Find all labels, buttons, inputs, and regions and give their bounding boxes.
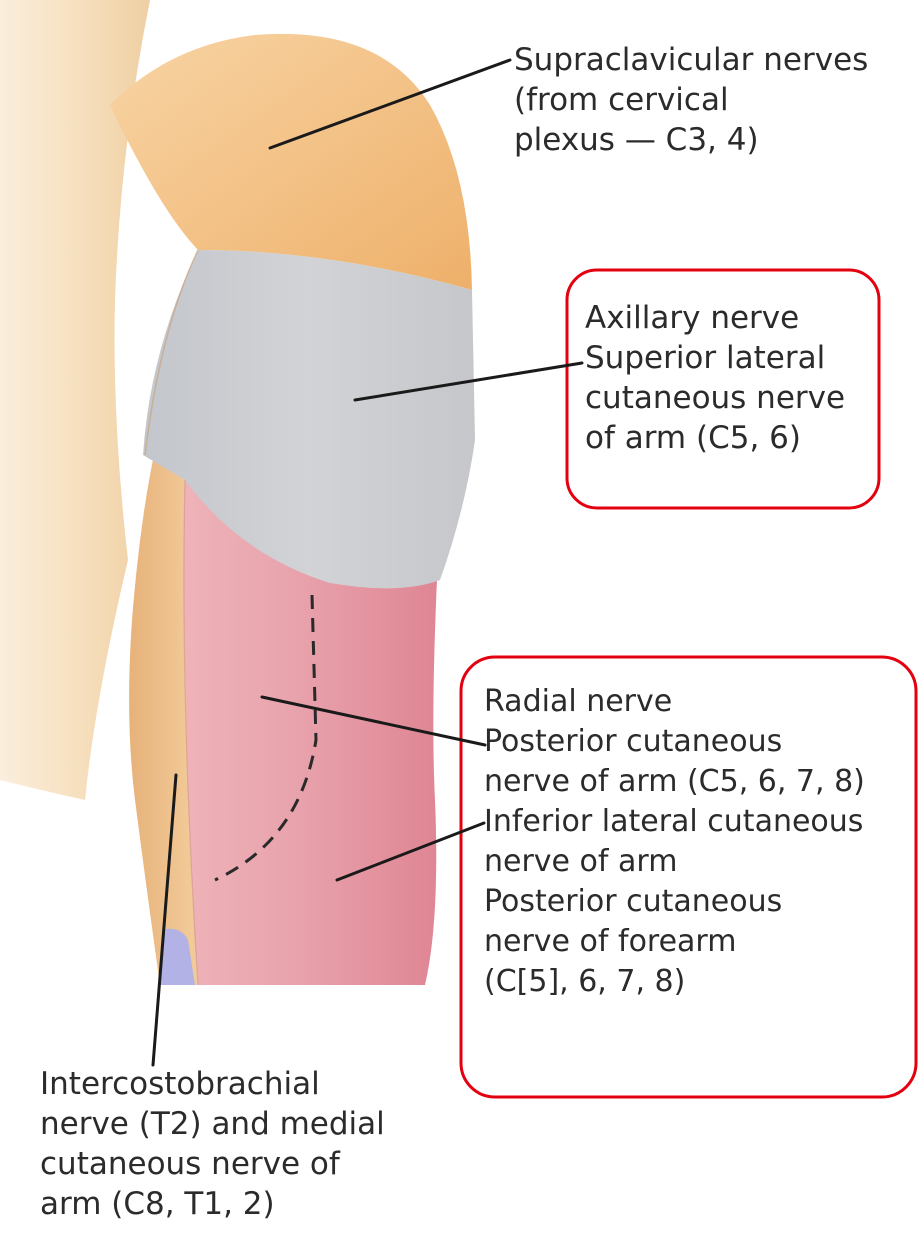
radial-line-7: nerve of forearm	[484, 922, 865, 962]
axillary-line-3: cutaneous nerve	[585, 378, 845, 418]
supraclavicular-line-3: plexus — C3, 4)	[514, 120, 868, 160]
axillary-line-4: of arm (C5, 6)	[585, 418, 845, 458]
radial-line-1: Radial nerve	[484, 682, 865, 722]
intercostobrachial-line-1: Intercostobrachial	[40, 1064, 385, 1104]
supraclavicular-label: Supraclavicular nerves (from cervical pl…	[514, 40, 868, 160]
intercostobrachial-line-3: cutaneous nerve of	[40, 1144, 385, 1184]
axillary-label: Axillary nerve Superior lateral cutaneou…	[585, 298, 845, 458]
supraclavicular-region	[110, 34, 472, 290]
supraclavicular-line-2: (from cervical	[514, 80, 868, 120]
radial-line-6: Posterior cutaneous	[484, 882, 865, 922]
supraclavicular-line-1: Supraclavicular nerves	[514, 40, 868, 80]
axillary-line-2: Superior lateral	[585, 338, 845, 378]
radial-line-8: (C[5], 6, 7, 8)	[484, 962, 865, 1002]
intercostobrachial-line-4: arm (C8, T1, 2)	[40, 1184, 385, 1224]
intercostobrachial-label: Intercostobrachial nerve (T2) and medial…	[40, 1064, 385, 1224]
intercostobrachial-line-2: nerve (T2) and medial	[40, 1104, 385, 1144]
radial-line-2: Posterior cutaneous	[484, 722, 865, 762]
radial-line-4: Inferior lateral cutaneous	[484, 802, 865, 842]
radial-line-5: nerve of arm	[484, 842, 865, 882]
radial-label: Radial nerve Posterior cutaneous nerve o…	[484, 682, 865, 1002]
axillary-line-1: Axillary nerve	[585, 298, 845, 338]
radial-line-3: nerve of arm (C5, 6, 7, 8)	[484, 762, 865, 802]
